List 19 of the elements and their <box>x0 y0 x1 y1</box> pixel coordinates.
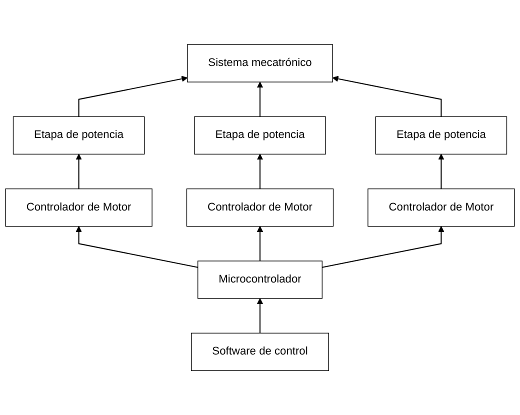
arrow <box>322 226 444 268</box>
node-box: Etapa de potencia <box>194 116 326 154</box>
arrow <box>256 82 264 117</box>
arrow <box>76 226 198 268</box>
arrow <box>332 76 442 117</box>
arrow <box>438 154 444 189</box>
node-box: Etapa de potencia <box>12 116 145 154</box>
node-box: Software de control <box>191 332 329 371</box>
node-box: Sistema mecatrónico <box>187 44 333 82</box>
node-box: Etapa de potencia <box>375 116 508 154</box>
node-box: Controlador de Motor <box>368 188 515 227</box>
node-box: Microcontrolador <box>198 260 322 299</box>
node-box: Controlador de Motor <box>5 188 152 227</box>
arrow <box>78 76 188 117</box>
arrow <box>256 298 264 334</box>
arrow <box>256 154 264 189</box>
node-box: Controlador de Motor <box>186 188 334 227</box>
arrow <box>256 226 264 261</box>
arrow <box>76 154 82 189</box>
